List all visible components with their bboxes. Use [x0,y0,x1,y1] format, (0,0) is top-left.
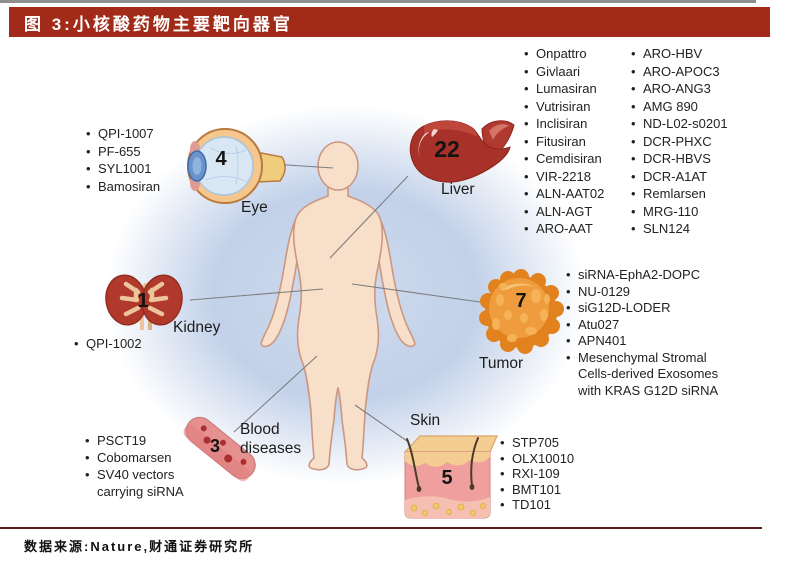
drug-item: Onpattro [523,45,604,63]
drug-item: QPI-1007 [85,125,160,143]
eye-count: 4 [215,148,227,170]
drug-item: OLX10010 [499,451,574,467]
eye-label: Eye [241,199,268,216]
figure-title: 图 3:小核酸药物主要靶向器官 [24,14,293,34]
eye-icon [187,128,286,204]
drug-item: SLN124 [630,220,728,238]
liver-label: Liver [441,181,475,198]
drug-item: ARO-ANG3 [630,80,728,98]
drug-item: Inclisiran [523,115,604,133]
top-rule [0,0,756,3]
skin-count: 5 [441,467,453,489]
torso-and-legs [292,186,384,471]
drug-item: Mesenchymal Stromal Cells-derived Exosom… [565,350,743,400]
liver-drug-list-col1: OnpattroGivlaariLumasiranVutrisiranIncli… [523,45,604,238]
drug-item: ND-L02-s0201 [630,115,728,133]
drug-item: SYL1001 [85,160,160,178]
drug-item: AMG 890 [630,98,728,116]
head [317,141,359,191]
drug-item: Lumasiran [523,80,604,98]
drug-item: Remlarsen [630,185,728,203]
drug-item: STP705 [499,435,574,451]
drug-item: MRG-110 [630,203,728,221]
bottom-rule [0,527,762,529]
drug-item: PSCT19 [84,432,202,449]
blood-diseases-label: Blood diseases [240,421,302,457]
skin-connector [354,404,408,442]
tumor-drug-list: siRNA-EphA2-DOPCNU-0129siG12D-LODERAtu02… [565,267,743,399]
drug-item: ARO-HBV [630,45,728,63]
drug-item: NU-0129 [565,284,743,301]
drug-item: DCR-A1AT [630,168,728,186]
human-body-figure [260,141,416,471]
skin-label: Skin [410,412,441,429]
kidney-label: Kidney [173,319,221,336]
data-source-note: 数据来源:Nature,财通证券研究所 [24,539,255,554]
kidney-drug-list: QPI-1002 [73,335,142,352]
drug-item: Atu027 [565,317,743,334]
drug-item: Givlaari [523,63,604,81]
drug-item: RXI-109 [499,466,574,482]
blood-drug-list: PSCT19CobomarsenSV40 vectors carrying si… [84,432,202,500]
drug-item: ARO-APOC3 [630,63,728,81]
liver-connector [329,175,409,259]
drug-item: ARO-AAT [523,220,604,238]
tumor-icon [479,269,564,354]
kidney-icon [105,274,183,330]
drug-item: ALN-AGT [523,203,604,221]
drug-item: Cobomarsen [84,449,202,466]
drug-item: DCR-PHXC [630,133,728,151]
drug-item: ALN-AAT02 [523,185,604,203]
eye-drug-list: QPI-1007PF-655SYL1001Bamosiran [85,125,160,195]
drug-item: APN401 [565,333,743,350]
tumor-count: 7 [515,290,527,312]
drug-item: Cemdisiran [523,150,604,168]
drug-item: siRNA-EphA2-DOPC [565,267,743,284]
tumor-connector [351,283,488,304]
drug-item: Vutrisiran [523,98,604,116]
drug-item: VIR-2218 [523,168,604,186]
kidney-connector [189,288,324,301]
drug-item: TD101 [499,497,574,513]
kidney-count: 1 [137,290,149,312]
drug-item: Bamosiran [85,178,160,196]
title-bar: 图 3:小核酸药物主要靶向器官 [9,7,770,37]
drug-item: Fitusiran [523,133,604,151]
tumor-label: Tumor [479,355,524,372]
liver-count: 22 [434,136,460,162]
drug-item: SV40 vectors carrying siRNA [84,466,202,500]
blood-count: 3 [209,436,221,456]
drug-item: BMT101 [499,482,574,498]
liver-drug-list-col2: ARO-HBVARO-APOC3ARO-ANG3AMG 890ND-L02-s0… [630,45,728,238]
liver-icon [409,120,515,183]
skin-icon [403,435,498,519]
drug-item: QPI-1002 [73,335,142,352]
drug-item: siG12D-LODER [565,300,743,317]
drug-item: DCR-HBVS [630,150,728,168]
blood-connector [233,355,318,433]
skin-drug-list: STP705OLX10010RXI-109BMT101TD101 [499,435,574,513]
drug-item: PF-655 [85,143,160,161]
